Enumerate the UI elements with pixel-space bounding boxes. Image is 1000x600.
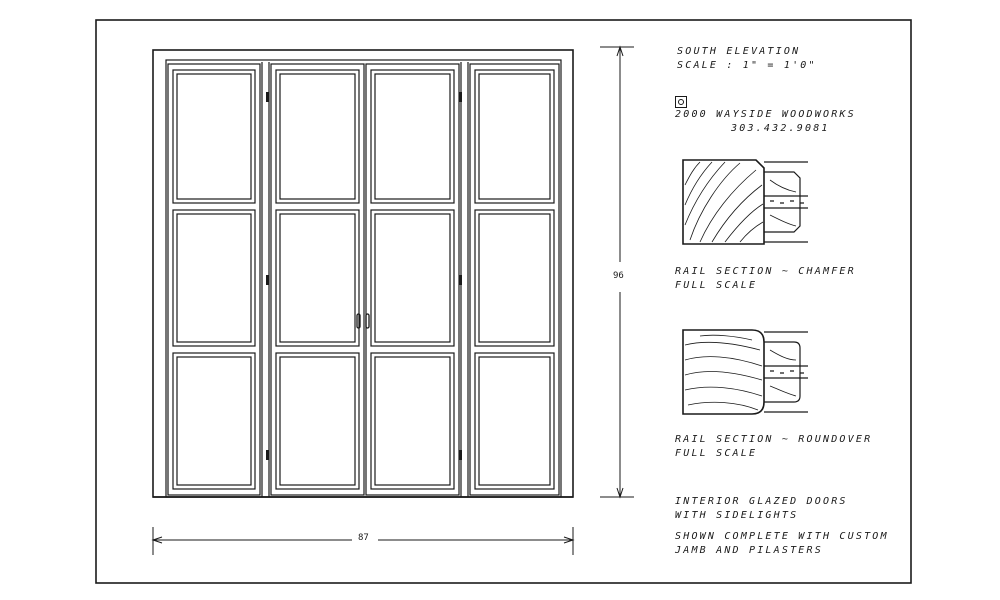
hinges (266, 92, 462, 460)
height-dimension-label: 96 (611, 271, 626, 281)
door-right (365, 63, 460, 496)
section-scale: FULL SCALE (675, 448, 758, 459)
handle-icon (356, 313, 361, 329)
door-left (270, 63, 365, 496)
maker-block: 2000 WAYSIDE WOODWORKS 303.432.9081 (675, 96, 856, 136)
sidelight-left (167, 63, 261, 496)
hinge-icon (459, 450, 462, 460)
description-line: JAMB AND PILASTERS (675, 545, 823, 556)
door-elevation (152, 49, 574, 498)
width-dimension-label: 87 (356, 533, 371, 543)
door-handles (356, 313, 370, 329)
description-block: INTERIOR GLAZED DOORS WITH SIDELIGHTS SH… (675, 495, 889, 558)
description-line: WITH SIDELIGHTS (675, 510, 799, 521)
hinge-icon (266, 450, 269, 460)
outer-jamb (152, 49, 574, 498)
drawing-scale: SCALE : 1" = 1'0" (677, 60, 817, 71)
hinge-icon (266, 92, 269, 102)
elevation-title: SOUTH ELEVATION (677, 46, 801, 57)
description-line: SHOWN COMPLETE WITH CUSTOM (675, 531, 889, 542)
hinge-icon (459, 275, 462, 285)
height-dimension (600, 45, 634, 499)
section-scale: FULL SCALE (675, 280, 758, 291)
section-label: RAIL SECTION ~ CHAMFER (675, 266, 856, 277)
sheet-border (95, 19, 912, 584)
copyright-logo-icon (675, 96, 687, 108)
section-caption-roundover: RAIL SECTION ~ ROUNDOVER FULL SCALE (675, 433, 872, 461)
description-line: INTERIOR GLAZED DOORS (675, 496, 848, 507)
handle-icon (365, 313, 370, 329)
sidelight-right (469, 63, 560, 496)
maker-year: 2000 (675, 109, 708, 120)
width-dimension (151, 527, 575, 555)
rail-section-roundover (682, 329, 808, 415)
title-block: SOUTH ELEVATION SCALE : 1" = 1'0" (677, 45, 817, 73)
section-caption-chamfer: RAIL SECTION ~ CHAMFER FULL SCALE (675, 265, 856, 293)
hinge-icon (459, 92, 462, 102)
section-label: RAIL SECTION ~ ROUNDOVER (675, 434, 873, 445)
rail-section-chamfer (682, 159, 808, 245)
hinge-icon (266, 275, 269, 285)
maker-phone: 303.432.9081 (731, 123, 830, 134)
maker-name: WAYSIDE WOODWORKS (716, 109, 856, 120)
